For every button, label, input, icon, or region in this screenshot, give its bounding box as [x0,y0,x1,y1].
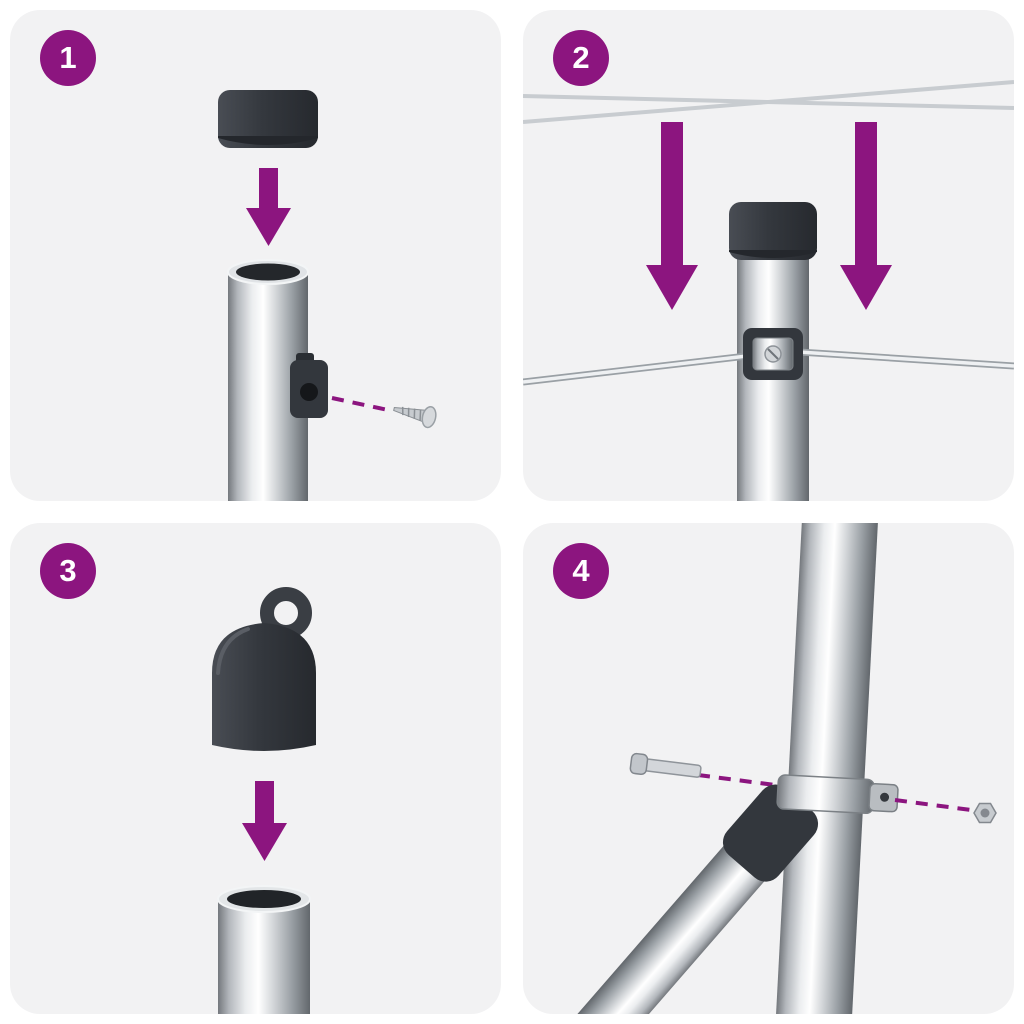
clamp-block-icon [290,353,328,418]
step-panel-3: 3 [10,523,501,1014]
step1-illustration [218,90,437,501]
screw-icon [393,406,437,429]
alignment-dashes [894,798,972,812]
down-arrow-icon [242,781,287,861]
step-panel-2: 2 [523,10,1014,501]
tension-wires-icon [523,80,1014,124]
down-arrow-icon [646,122,698,310]
eye-cap-icon [212,587,316,751]
step-number: 3 [59,553,77,588]
step4-illustration [553,523,997,1014]
step-panel-4: 4 [523,523,1014,1014]
step-number-badge: 3 [40,543,96,599]
nut-icon [973,802,997,824]
step2-illustration [523,80,1014,501]
step-number: 4 [572,553,590,588]
step-number-badge: 4 [553,543,609,599]
wire-clamp-icon [743,328,803,380]
down-arrow-icon [840,122,892,310]
clamp-band-icon [776,774,899,815]
alignment-dashes [331,396,389,412]
step-panel-1: 1 [10,10,501,501]
step-number: 1 [59,40,77,75]
down-arrow-icon [246,168,291,246]
step-number: 2 [572,40,590,75]
post-cap-icon [218,90,318,148]
alignment-dashes [697,773,776,787]
step3-illustration [212,587,316,1014]
bolt-icon [629,752,702,778]
metal-post-icon [774,523,880,1014]
step-number-badge: 2 [553,30,609,86]
metal-post-icon [217,885,311,1014]
step-number-badge: 1 [40,30,96,86]
wire-icon [523,348,1014,386]
